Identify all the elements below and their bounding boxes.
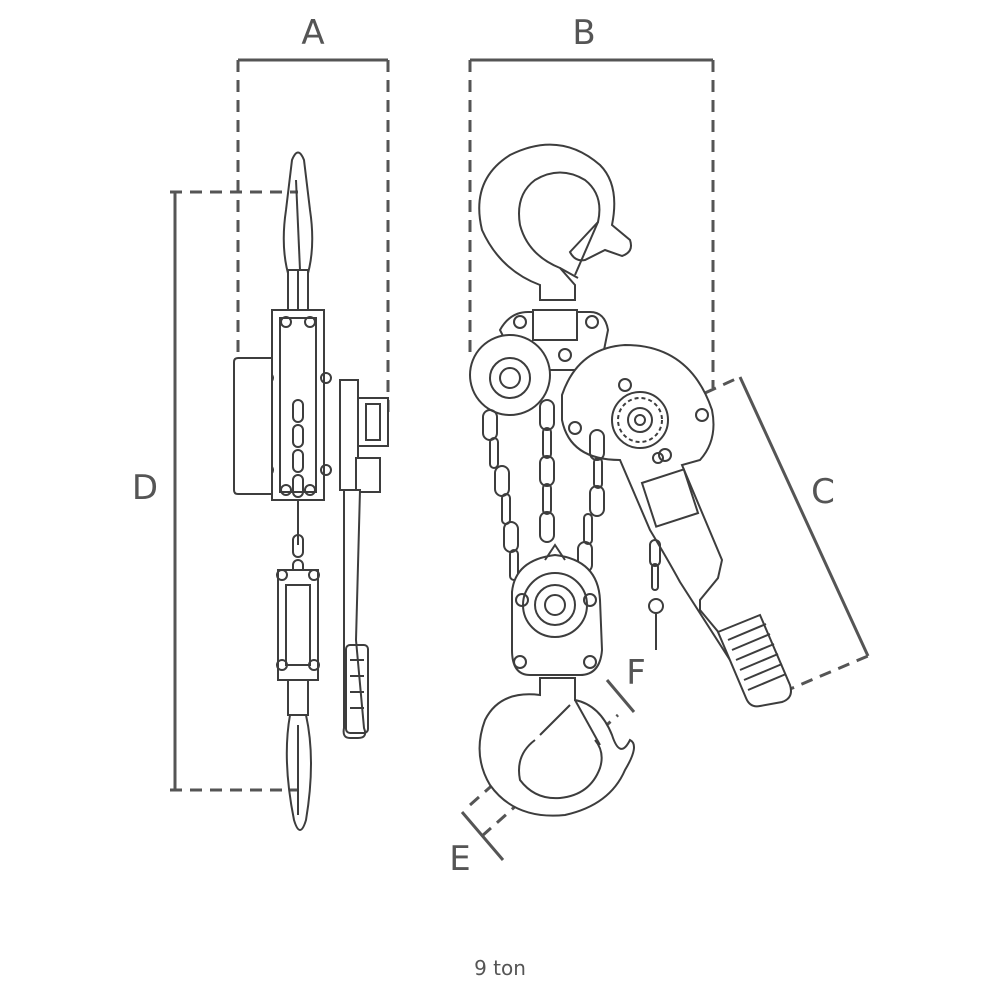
dimension-c-label: C <box>811 472 835 512</box>
chain-left <box>482 409 519 581</box>
front-view <box>469 143 792 817</box>
chain-middle <box>539 399 555 543</box>
dimension-f: F <box>605 653 646 713</box>
dimension-b-label: B <box>572 13 595 53</box>
dimension-a-label: A <box>301 13 324 53</box>
dimension-d: D <box>132 190 298 792</box>
dimension-b: B <box>468 13 715 388</box>
dimension-f-label: F <box>626 653 646 693</box>
hand-chain-end <box>648 539 664 650</box>
dimension-c: C <box>704 375 870 694</box>
dimension-a: A <box>236 13 390 420</box>
dimension-d-label: D <box>132 468 158 508</box>
chain-right <box>577 429 605 573</box>
side-view <box>233 151 389 831</box>
capacity-caption: 9 ton <box>474 956 526 980</box>
dimension-e-label: E <box>449 839 470 879</box>
